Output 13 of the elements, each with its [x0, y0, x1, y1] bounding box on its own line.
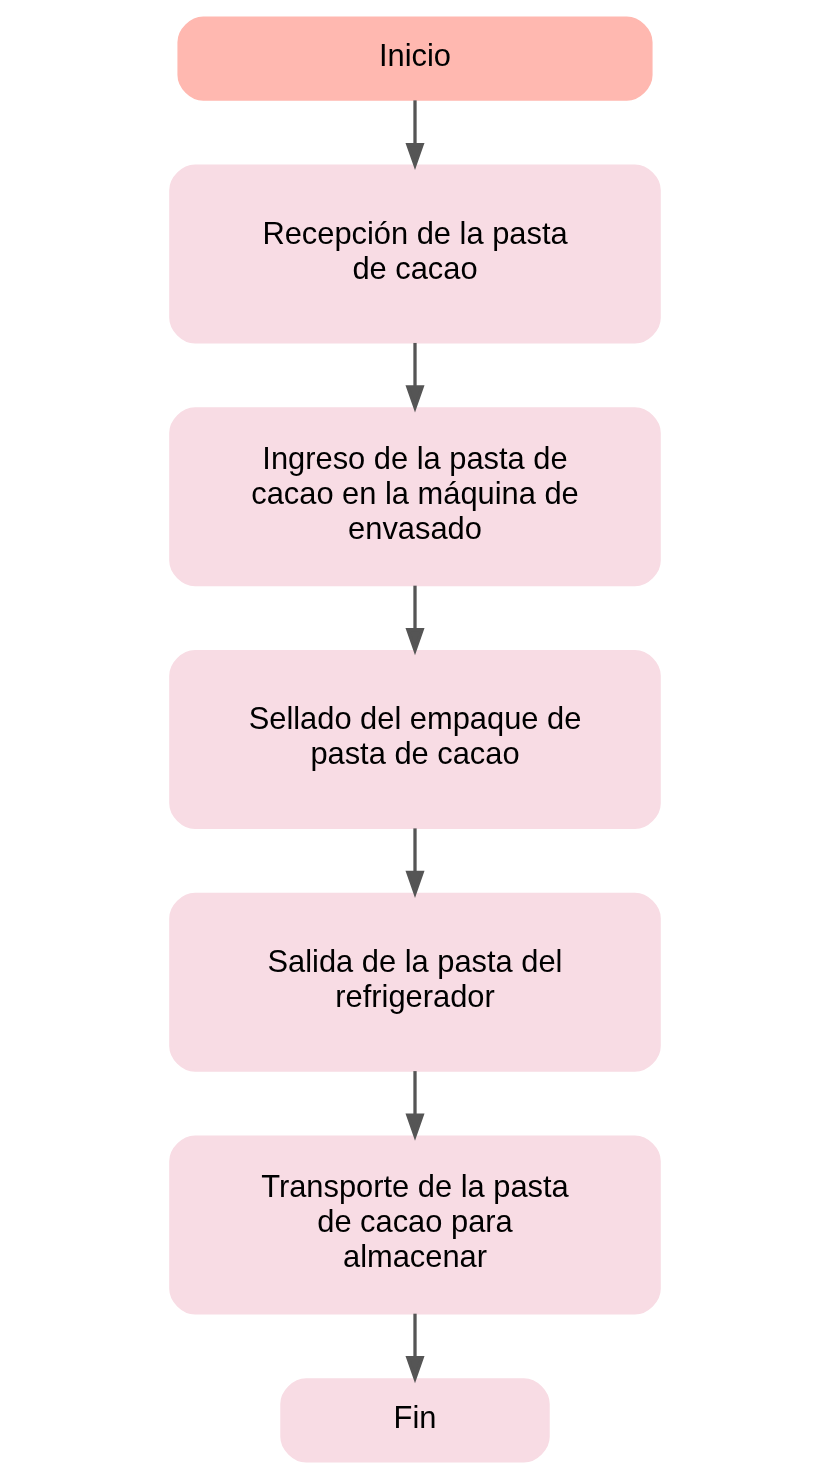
arrow	[405, 100, 424, 171]
node-box: Salida de la pasta del refrigerador	[168, 892, 661, 1072]
node-box: Recepción de la pasta de cacao	[168, 164, 661, 344]
arrow	[405, 828, 424, 898]
arrow	[405, 1071, 424, 1141]
arrow	[405, 1313, 424, 1384]
node-box: Transporte de la pasta de cacao para almacenar	[168, 1135, 661, 1315]
node-box: Fin	[279, 1378, 550, 1463]
node-box: Inicio	[176, 16, 653, 101]
node-box: Ingreso de la pasta de cacao en la máquina de envasado	[168, 407, 661, 587]
arrow	[405, 585, 424, 656]
arrow	[405, 342, 424, 413]
node-box: Sellado del empaque de pasta de cacao	[168, 650, 661, 829]
